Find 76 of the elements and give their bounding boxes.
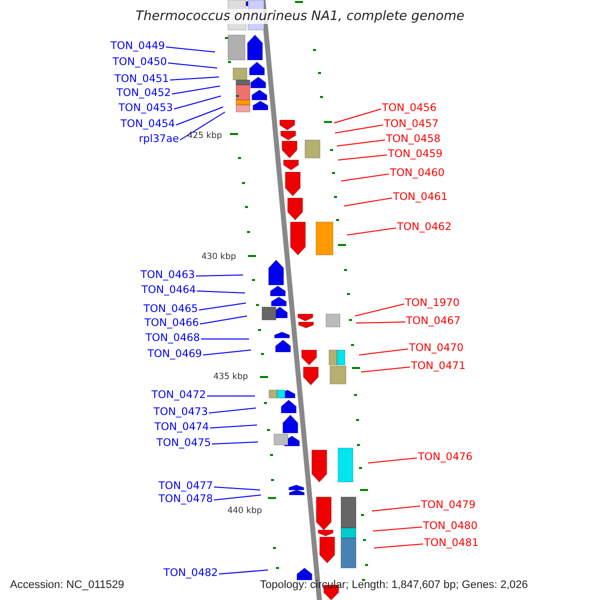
gene-label: TON_0477 (158, 480, 213, 493)
leader-line (360, 366, 410, 372)
gene-label: TON_0453 (118, 102, 173, 115)
leader-line (168, 62, 218, 68)
leader-line (346, 228, 396, 236)
leader-line (336, 140, 386, 146)
leader-line (372, 506, 420, 512)
gene-label: TON_1970 (405, 297, 460, 310)
gene-label: TON_0475 (156, 437, 211, 450)
gene-label: TON_0473 (153, 406, 208, 419)
leader-line (170, 76, 220, 80)
footer-text: Accession: NC_011529 (10, 579, 124, 591)
gene-label: TON_0454 (120, 118, 175, 131)
gene-label: TON_0472 (151, 389, 206, 402)
gene-label: TON_0457 (384, 118, 439, 131)
gene-label: TON_0481 (424, 537, 479, 550)
leader-line (368, 458, 418, 464)
gene-label: TON_0462 (397, 221, 452, 234)
gene-label: TON_0471 (411, 360, 466, 373)
position-label: 430 kbp (201, 252, 236, 262)
leader-line (200, 338, 250, 340)
gene-label: TON_0478 (158, 493, 213, 506)
leader-line (196, 274, 244, 276)
gene-label: TON_0465 (143, 303, 198, 316)
gene-label: TON_0452 (116, 87, 171, 100)
gene-label: TON_0480 (423, 520, 478, 533)
leader-line (212, 442, 258, 444)
leader-line (202, 350, 252, 356)
title: Thermococcus onnurineus NA1, complete genome (136, 9, 464, 24)
leader-line (174, 96, 222, 110)
leader-line (172, 86, 220, 94)
gene-label: TON_0479 (421, 499, 476, 512)
gene-label: TON_0470 (409, 342, 464, 355)
gene-label: TON_0456 (382, 102, 437, 115)
gene-label: TON_0468 (145, 332, 200, 345)
leader-line (354, 304, 404, 316)
gene-label: rpl37ae (138, 133, 179, 146)
leader-line (180, 112, 226, 140)
gene-label: TON_0469 (147, 348, 202, 361)
leader-line (176, 106, 224, 126)
gene-label: TON_0458 (386, 133, 441, 146)
gene-label: TON_0460 (390, 167, 445, 180)
leader-line (358, 348, 408, 356)
leader-line (210, 424, 258, 428)
leader-line (334, 124, 384, 134)
gene-label: TON_0476 (418, 451, 473, 464)
gene-label: TON_0461 (393, 191, 448, 204)
gene-label: TON_0450 (112, 56, 167, 69)
gene-label: TON_0466 (144, 317, 199, 330)
gene-label: TON_0459 (388, 148, 443, 161)
leader-line (344, 198, 392, 206)
leader-line (218, 570, 268, 574)
leader-line (198, 302, 246, 310)
leader-line (374, 544, 424, 548)
gene-label: TON_0482 (163, 567, 218, 580)
leader-line (196, 290, 246, 294)
gene-label: TON_0467 (406, 315, 461, 328)
gene-label: TON_0449 (110, 40, 165, 53)
gene-label: TON_0463 (140, 269, 195, 282)
leader-line (200, 316, 248, 324)
gene-label: TON_0451 (114, 73, 169, 86)
leader-line (208, 408, 256, 414)
footer-text: Topology: circular; Length: 1,847,607 bp; Genes: 2,026 (260, 579, 528, 591)
leader-line (166, 46, 216, 52)
gene-label: TON_0464 (141, 284, 196, 297)
leader-line (356, 322, 406, 324)
leader-line (372, 526, 422, 532)
position-label: 435 kbp (213, 372, 248, 382)
position-label: 440 kbp (227, 506, 262, 516)
leader-line (334, 108, 382, 124)
position-label: 425 kbp (187, 131, 222, 141)
leader-line (214, 486, 260, 490)
leader-line (340, 174, 390, 182)
gene-label: TON_0474 (154, 421, 209, 434)
leader-line (214, 494, 262, 500)
leader-line (338, 154, 388, 160)
